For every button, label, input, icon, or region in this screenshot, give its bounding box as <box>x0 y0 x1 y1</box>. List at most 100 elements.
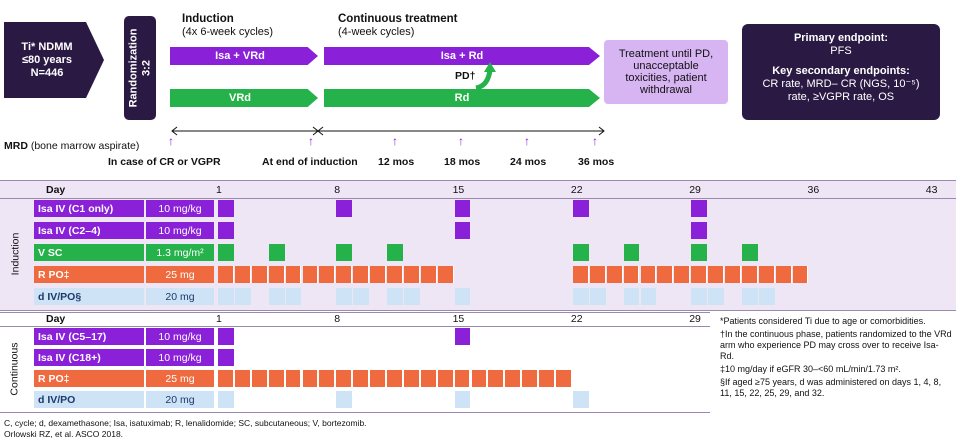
con-dose-label: 10 mg/kg <box>146 328 214 345</box>
ind-dose-label: 10 mg/kg <box>146 222 214 239</box>
con-drug-label: R PO‡ <box>34 370 144 387</box>
ind-dose-mark <box>251 266 268 283</box>
ind-dose-mark <box>437 266 454 283</box>
ind-drug-label: R PO‡ <box>34 266 144 283</box>
abbreviations: C, cycle; d, dexamethasone; Isa, isatuxi… <box>4 418 367 428</box>
population-box: Ti* NDMM ≤80 years N=446 <box>4 22 104 98</box>
induction-title: Induction <box>182 13 234 25</box>
primary-endpoint-title: Primary endpoint: <box>793 32 889 44</box>
ind-dose-mark <box>285 288 302 305</box>
ind-day-29: 29 <box>689 184 701 196</box>
mrd-timepoint-label: In case of CR or VGPR <box>108 156 221 168</box>
ind-dose-mark <box>387 244 403 261</box>
ind-dose-mark <box>268 288 285 305</box>
ind-dose-mark <box>336 288 353 305</box>
arm-b-induction-bar: VRd <box>170 89 318 107</box>
ind-day-1: 1 <box>216 184 222 196</box>
ind-dose-mark <box>370 266 386 283</box>
ind-dose-label: 1.3 mg/m² <box>146 244 214 261</box>
con-dose-mark <box>251 370 268 387</box>
con-drug-label: Isa IV (C5–17) <box>34 328 144 345</box>
induction-section-label: Induction <box>9 232 21 276</box>
mrd-up-arrow-icon: ↑ <box>458 134 464 148</box>
mrd-up-arrow-icon: ↑ <box>524 134 530 148</box>
ind-dose-mark <box>572 266 589 283</box>
crossover-arrow-icon <box>475 62 496 90</box>
con-dose-mark <box>437 370 454 387</box>
con-dose-label: 10 mg/kg <box>146 349 214 366</box>
con-dose-mark <box>539 370 555 387</box>
ind-dose-mark <box>268 244 285 261</box>
ind-dose-mark <box>403 288 420 305</box>
con-day-22: 22 <box>570 313 583 325</box>
mrd-up-arrow-icon: ↑ <box>168 134 174 148</box>
con-dose-mark <box>268 370 285 387</box>
secondary-endpoint-line-2: rate, ≥VGPR rate, OS <box>787 91 895 103</box>
ind-dose-mark <box>691 222 708 239</box>
mrd-up-arrow-icon: ↑ <box>592 134 598 148</box>
ind-dose-mark <box>775 266 792 283</box>
con-dose-mark <box>370 370 386 387</box>
ind-dose-mark <box>454 200 471 217</box>
ind-dose-mark <box>302 266 319 283</box>
ind-dose-mark <box>758 266 775 283</box>
ind-dose-mark <box>420 266 437 283</box>
con-dose-label: 25 mg <box>146 370 214 387</box>
randomization-ratio: 3:2 <box>140 60 152 76</box>
ind-dose-mark <box>623 266 640 283</box>
arm-a-continuous-bar: Isa + Rd <box>324 47 600 65</box>
ind-day-36: 36 <box>807 184 820 196</box>
ind-dose-mark <box>741 266 758 283</box>
secondary-endpoint-title: Key secondary endpoints: <box>772 65 910 77</box>
ind-dose-mark <box>319 266 336 283</box>
footnote-1: *Patients considered Ti due to age or co… <box>720 316 926 326</box>
population-line-3: N=446 <box>30 66 64 79</box>
ind-dose-mark <box>606 266 623 283</box>
con-dose-mark <box>234 370 251 387</box>
ind-dose-mark <box>708 266 724 283</box>
ind-dose-mark <box>454 222 471 239</box>
con-dose-mark <box>488 370 505 387</box>
continuous-subtitle: (4-week cycles) <box>338 26 415 38</box>
ind-dose-mark <box>572 244 589 261</box>
con-dose-mark <box>522 370 539 387</box>
ind-dose-mark <box>218 244 234 261</box>
ind-dose-mark <box>691 288 708 305</box>
arm-b-continuous-bar: Rd <box>324 89 600 107</box>
con-dose-mark <box>556 370 572 387</box>
randomization-label: Randomization <box>127 28 139 108</box>
con-dose-mark <box>454 370 471 387</box>
endpoints-box: Primary endpoint: PFS Key secondary endp… <box>742 24 940 120</box>
ind-dose-mark <box>725 266 741 283</box>
ind-drug-label: Isa IV (C2–4) <box>34 222 144 239</box>
ind-dose-mark <box>674 266 691 283</box>
con-day-8: 8 <box>334 313 341 325</box>
ind-dose-mark <box>758 288 775 305</box>
ind-dose-mark <box>623 244 640 261</box>
con-drug-label: Isa IV (C18+) <box>34 349 144 366</box>
ind-dose-mark <box>454 288 471 305</box>
ind-dose-mark <box>657 266 674 283</box>
induction-subtitle: (4x 6-week cycles) <box>182 26 274 38</box>
ind-dose-mark <box>708 288 724 305</box>
continuous-day-label: Day <box>46 313 66 325</box>
footnote-4: §If aged ≥75 years, d was administered o… <box>720 377 942 398</box>
ind-dose-mark <box>792 266 809 283</box>
secondary-endpoint-line-1: CR rate, MRD– CR (NGS, 10⁻⁵) <box>762 78 920 90</box>
arm-a-continuous-label: Isa + Rd <box>440 50 484 62</box>
continuous-title: Continuous treatment <box>338 13 458 25</box>
mrd-label-sub: (bone marrow aspirate) <box>30 140 140 152</box>
ind-dose-mark <box>353 288 370 305</box>
ind-drug-label: Isa IV (C1 only) <box>34 200 144 217</box>
con-dose-mark <box>336 391 353 408</box>
continuous-section-label: Continuous <box>9 342 21 396</box>
ind-dose-mark <box>691 244 708 261</box>
treatment-until-box: Treatment until PD, unacceptable toxicit… <box>604 40 728 104</box>
ind-dose-mark <box>336 200 353 217</box>
arm-b-induction-label: VRd <box>229 92 251 104</box>
ind-dose-mark <box>218 200 234 217</box>
mrd-timepoint-label: 24 mos <box>510 156 547 168</box>
population-line-1: Ti* NDMM <box>21 40 73 53</box>
ind-drug-label: d IV/PO§ <box>34 288 144 305</box>
treatment-until-text: Treatment until PD, unacceptable toxicit… <box>618 48 714 96</box>
